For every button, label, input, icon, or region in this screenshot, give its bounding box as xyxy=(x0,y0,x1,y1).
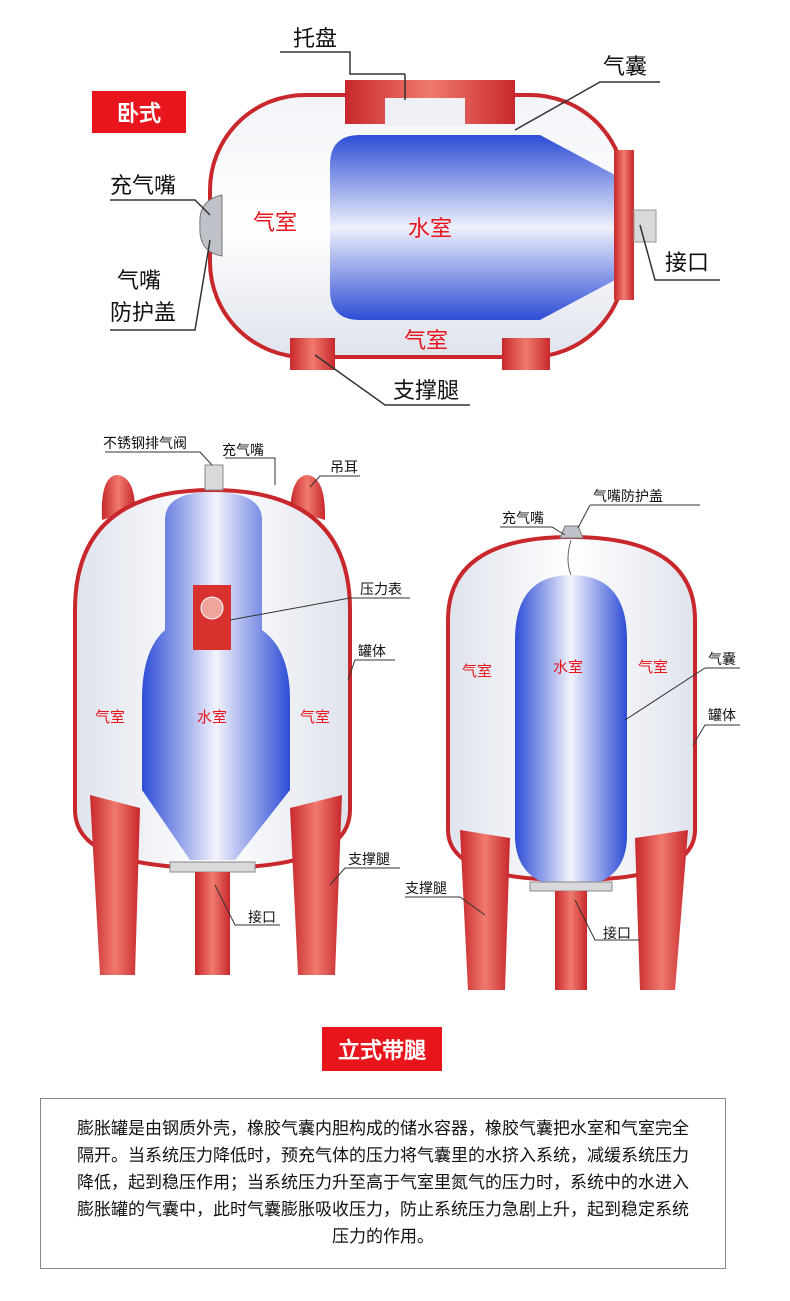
label-tank-body: 罐体 xyxy=(708,708,736,724)
label-water-chamber: 水室 xyxy=(408,217,452,242)
label-water-chamber: 水室 xyxy=(553,658,583,676)
vertical-title-badge: 立式带腿 xyxy=(322,1027,442,1071)
label-charge-valve: 充气嘴 xyxy=(222,443,264,459)
label-lifting-lug: 吊耳 xyxy=(330,460,358,476)
label-vent-valve: 不锈钢排气阀 xyxy=(103,436,187,452)
vertical-tank-right: 气嘴防护盖 充气嘴 气室 水室 气室 气囊 罐体 支撑腿 接口 xyxy=(405,489,740,990)
label-support-legs: 支撑腿 xyxy=(393,379,459,404)
label-valve-cover: 气嘴防护盖 xyxy=(593,489,663,505)
label-air-chamber-left: 气室 xyxy=(462,662,492,680)
label-connector: 接口 xyxy=(248,909,276,926)
label-air-chamber: 气室 xyxy=(253,211,297,236)
label-support-legs: 支撑腿 xyxy=(348,852,390,868)
label-air-chamber-left: 气室 xyxy=(95,708,125,726)
description-box: 膨胀罐是由钢质外壳，橡胶气囊内胆构成的储水容器，橡胶气囊把水室和气室完全隔开。当… xyxy=(40,1098,726,1269)
horizontal-tank: 托盘 气囊 充气嘴 气嘴 防护盖 气室 水室 气室 接口 支撑腿 xyxy=(110,27,720,406)
label-air-chamber-bottom: 气室 xyxy=(404,329,448,354)
vertical-tank-left: 不锈钢排气阀 充气嘴 吊耳 压力表 罐体 气室 水室 气室 支撑腿 接口 xyxy=(73,436,410,975)
label-water-chamber: 水室 xyxy=(197,708,227,726)
label-pressure-gauge: 压力表 xyxy=(360,582,402,598)
label-air-chamber-right: 气室 xyxy=(300,708,330,726)
label-air-chamber-right: 气室 xyxy=(638,658,668,676)
horizontal-title-badge: 卧式 xyxy=(92,91,186,133)
label-valve-cover-2: 防护盖 xyxy=(110,301,176,326)
label-tray: 托盘 xyxy=(293,27,337,52)
label-support-legs: 支撑腿 xyxy=(405,881,447,897)
description-text: 膨胀罐是由钢质外壳，橡胶气囊内胆构成的储水容器，橡胶气囊把水室和气室完全隔开。当… xyxy=(77,1119,689,1247)
label-connector: 接口 xyxy=(603,925,631,942)
label-valve-cover-1: 气嘴 xyxy=(117,269,161,294)
label-charge-valve: 充气嘴 xyxy=(110,174,176,199)
label-charge-valve: 充气嘴 xyxy=(502,511,544,527)
label-tank-body: 罐体 xyxy=(358,644,386,660)
label-bladder: 气囊 xyxy=(708,651,736,668)
label-bladder: 气囊 xyxy=(603,55,647,80)
label-connector: 接口 xyxy=(665,251,709,276)
